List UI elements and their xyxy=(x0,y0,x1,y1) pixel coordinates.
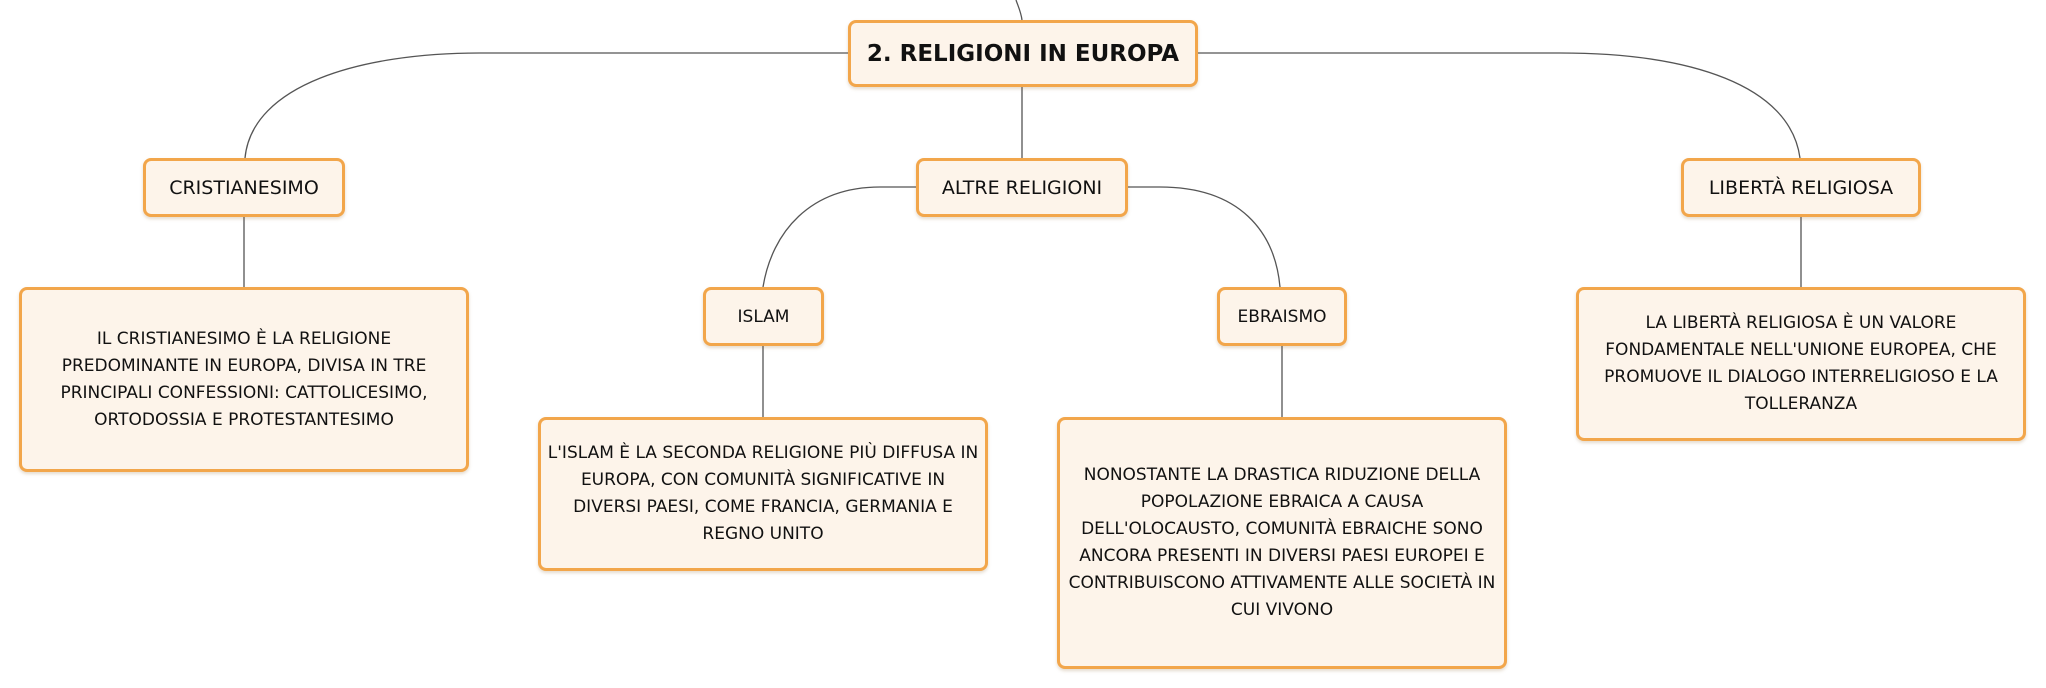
ebraismo-node[interactable]: EBRAISMO xyxy=(1217,287,1347,346)
altre-religioni-label: ALTRE RELIGIONI xyxy=(941,176,1103,199)
root-title: 2. RELIGIONI IN EUROPA xyxy=(866,40,1180,67)
islam-node[interactable]: ISLAM xyxy=(703,287,824,346)
cristianesimo-node[interactable]: CRISTIANESIMO xyxy=(143,158,345,217)
connector-root-cristianesimo xyxy=(244,52,848,159)
connector-altre-ebraismo xyxy=(1128,186,1281,288)
connector-altre-islam xyxy=(762,186,918,288)
altre-religioni-node[interactable]: ALTRE RELIGIONI xyxy=(916,158,1128,217)
liberta-religiosa-label: LIBERTÀ RELIGIOSA xyxy=(1708,176,1894,199)
cristianesimo-label: CRISTIANESIMO xyxy=(169,176,319,199)
islam-label: ISLAM xyxy=(737,306,790,327)
root-node[interactable]: 2. RELIGIONI IN EUROPA xyxy=(848,20,1198,87)
cristianesimo-description: IL CRISTIANESIMO È LA RELIGIONE PREDOMIN… xyxy=(60,328,428,430)
connector-root-liberta xyxy=(1198,52,1801,159)
ebraismo-description: NONOSTANTE LA DRASTICA RIDUZIONE DELLA P… xyxy=(1068,465,1496,620)
liberta-religiosa-node[interactable]: LIBERTÀ RELIGIOSA xyxy=(1681,158,1921,217)
connector-parent-incoming xyxy=(1015,0,1023,21)
islam-description-node[interactable]: L'ISLAM È LA SECONDA RELIGIONE PIÙ DIFFU… xyxy=(538,417,988,571)
liberta-description-node[interactable]: LA LIBERTÀ RELIGIOSA È UN VALORE FONDAME… xyxy=(1576,287,2026,441)
ebraismo-description-node[interactable]: NONOSTANTE LA DRASTICA RIDUZIONE DELLA P… xyxy=(1057,417,1507,669)
liberta-description: LA LIBERTÀ RELIGIOSA È UN VALORE FONDAME… xyxy=(1604,313,1998,414)
ebraismo-label: EBRAISMO xyxy=(1237,306,1327,327)
islam-description: L'ISLAM È LA SECONDA RELIGIONE PIÙ DIFFU… xyxy=(547,443,979,544)
cristianesimo-description-node[interactable]: IL CRISTIANESIMO È LA RELIGIONE PREDOMIN… xyxy=(19,287,469,472)
